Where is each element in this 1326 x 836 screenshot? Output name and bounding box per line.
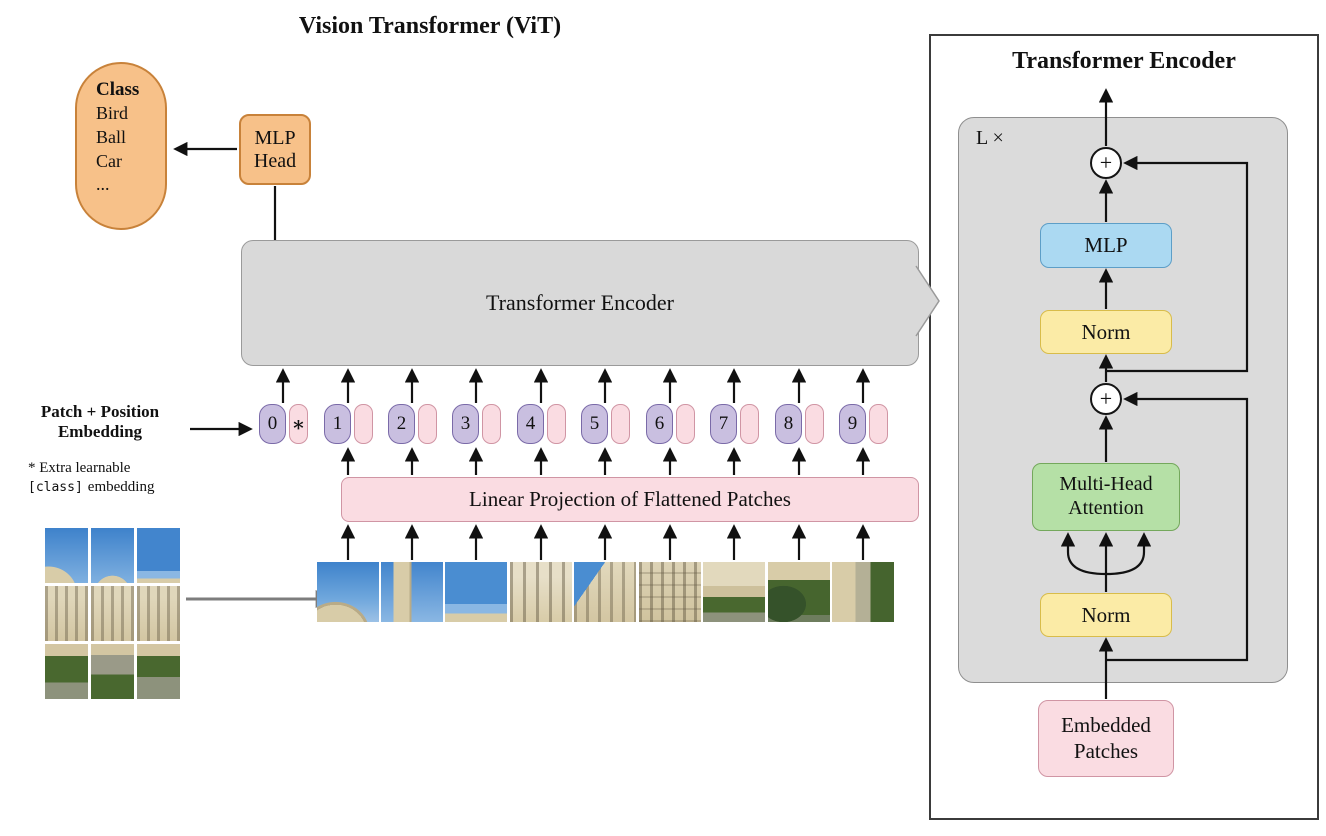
token-pair-2: 2 <box>388 404 437 444</box>
transformer-encoder-box: Transformer Encoder <box>241 240 919 366</box>
layers-count-label: L × <box>976 127 1004 149</box>
residual-add-bottom: + <box>1090 383 1122 415</box>
patch-image-6 <box>639 562 701 622</box>
position-token-5: 5 <box>581 404 608 444</box>
extra-learnable-note-line2: [class] embedding <box>28 479 154 496</box>
embedding-label-line2: Embedding <box>57 422 143 442</box>
position-token-3: 3 <box>452 404 479 444</box>
figure-title: Vision Transformer (ViT) <box>298 13 562 39</box>
embedded-patches-block: Embedded Patches <box>1038 700 1174 777</box>
token-pair-5: 5 <box>581 404 630 444</box>
detail-panel-title: Transformer Encoder <box>1012 48 1236 74</box>
mlp-block: MLP <box>1040 223 1172 268</box>
grid-cell <box>45 528 88 583</box>
mlp-head-line1: MLP <box>254 126 296 149</box>
embedding-label-line1: Patch + Position <box>40 402 160 421</box>
patch-embedding-7 <box>740 404 759 444</box>
mha-line2: Attention <box>1068 497 1144 519</box>
patch-embedding-8 <box>805 404 824 444</box>
grid-cell <box>137 644 180 699</box>
extra-learnable-note-line1: * Extra learnable <box>28 460 131 476</box>
patch-embedding-3 <box>482 404 501 444</box>
position-token-1: 1 <box>324 404 351 444</box>
patch-image-2 <box>381 562 443 622</box>
token-pair-9: 9 <box>839 404 888 444</box>
class-header: Class <box>96 79 140 100</box>
patch-image-1 <box>317 562 379 622</box>
position-token-4: 4 <box>517 404 544 444</box>
patch-image-7 <box>703 562 765 622</box>
grid-cell <box>137 528 180 583</box>
patch-embedding-9 <box>869 404 888 444</box>
mha-line1: Multi-Head <box>1059 473 1153 496</box>
norm-label: Norm <box>1081 319 1131 344</box>
class-item: Car <box>96 150 122 171</box>
class-output-bubble: Class Bird Ball Car ... <box>75 62 167 230</box>
position-token-9: 9 <box>839 404 866 444</box>
grid-cell <box>91 586 134 641</box>
grid-cell <box>45 644 88 699</box>
position-token-2: 2 <box>388 404 415 444</box>
patch-image-4 <box>510 562 572 622</box>
patch-image-5 <box>574 562 636 622</box>
multi-head-attention-block: Multi-Head Attention <box>1032 463 1180 531</box>
norm-label: Norm <box>1081 602 1131 627</box>
grid-cell <box>137 586 180 641</box>
transformer-encoder-label: Transformer Encoder <box>486 290 674 315</box>
token-pair-1: 1 <box>324 404 373 444</box>
position-token-7: 7 <box>710 404 737 444</box>
embedding-word: embedding <box>87 479 155 495</box>
patch-embedding-2 <box>418 404 437 444</box>
grid-cell <box>91 528 134 583</box>
patch-image-8 <box>768 562 830 622</box>
grid-cell <box>91 644 134 699</box>
patch-embedding-4 <box>547 404 566 444</box>
norm-block-top: Norm <box>1040 310 1172 354</box>
embedded-line1: Embedded <box>1061 713 1151 738</box>
class-token-code: [class] <box>28 480 83 495</box>
residual-add-top: + <box>1090 147 1122 179</box>
linear-projection-box: Linear Projection of Flattened Patches <box>341 477 919 522</box>
class-token-star: ∗ <box>289 404 308 444</box>
position-token-6: 6 <box>646 404 673 444</box>
norm-block-bottom: Norm <box>1040 593 1172 637</box>
mlp-head-box: MLP Head <box>239 114 311 185</box>
patch-image-3 <box>445 562 507 622</box>
patch-image-9 <box>832 562 894 622</box>
patch-embedding-1 <box>354 404 373 444</box>
mlp-label: MLP <box>1084 233 1128 257</box>
class-item: Ball <box>96 126 126 147</box>
position-token-8: 8 <box>775 404 802 444</box>
class-item: Bird <box>96 103 129 124</box>
plus-icon: + <box>1099 386 1113 411</box>
patch-embedding-5 <box>611 404 630 444</box>
embedded-line2: Patches <box>1073 738 1139 763</box>
token-pair-0: 0 ∗ <box>259 404 308 444</box>
patch-position-embedding-label: Patch + Position Embedding <box>14 402 186 443</box>
mlp-head-line2: Head <box>253 149 297 172</box>
patch-embedding-6 <box>676 404 695 444</box>
linear-projection-label: Linear Projection of Flattened Patches <box>469 487 791 511</box>
token-pair-6: 6 <box>646 404 695 444</box>
position-token-0: 0 <box>259 404 286 444</box>
class-item-ellipsis: ... <box>96 174 110 195</box>
plus-icon: + <box>1099 150 1113 175</box>
token-pair-4: 4 <box>517 404 566 444</box>
source-image-grid <box>45 528 180 699</box>
token-pair-8: 8 <box>775 404 824 444</box>
grid-cell <box>45 586 88 641</box>
token-pair-7: 7 <box>710 404 759 444</box>
token-pair-3: 3 <box>452 404 501 444</box>
